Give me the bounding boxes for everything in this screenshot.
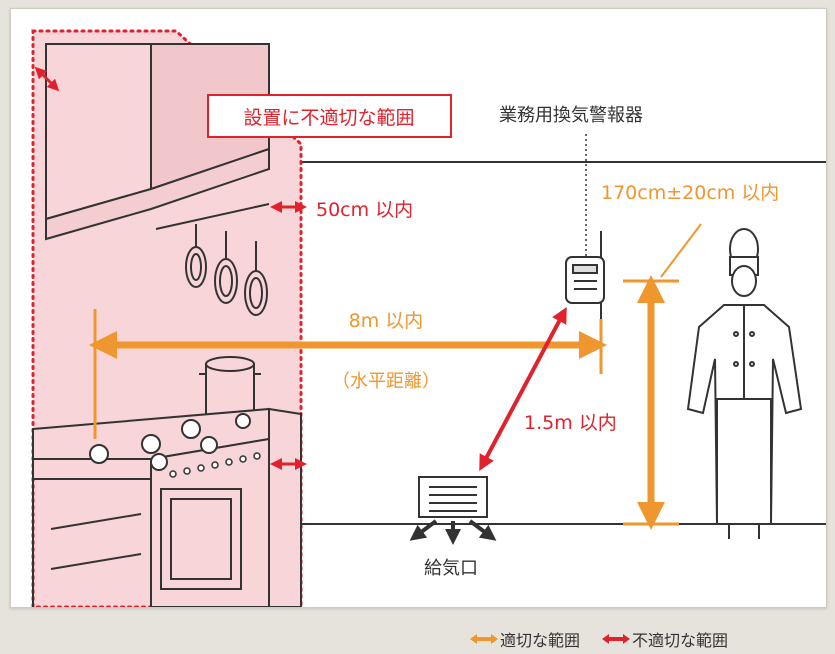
horizontal-note-label: （水平距離） (332, 371, 440, 392)
alarm-label: 業務用換気警報器 (499, 105, 643, 126)
range-hood (45, 43, 270, 241)
hood-distance-label: 50cm 以内 (316, 199, 413, 221)
hood-clearance-arrow (34, 66, 60, 92)
hanging-pans (185, 224, 268, 316)
chef-figure (686, 228, 803, 539)
orange-double-arrow-icon (470, 634, 498, 644)
legend-inappropriate: 不適切な範囲 (602, 627, 728, 651)
height-range-leader (660, 223, 702, 278)
height-range-label: 170cm±20cm 以内 (601, 182, 779, 204)
horizontal-distance-label: 8m 以内 (349, 310, 424, 332)
stockpot (199, 356, 261, 420)
diagram-frame: 設置に不適切な範囲 50cm 以内 業務用換気警報器 170cm±20cm 以内… (10, 8, 827, 608)
inappropriate-range-label: 設置に不適切な範囲 (243, 107, 414, 129)
side-cabinet (268, 407, 302, 607)
air-flow-right (468, 519, 497, 541)
vent-distance-label: 1.5m 以内 (524, 412, 617, 434)
vent-distance-arrow (479, 306, 567, 472)
ventilation-alarm (565, 231, 605, 369)
burners (89, 413, 251, 471)
inappropriate-range-box (207, 94, 452, 138)
red-double-arrow-icon (602, 634, 631, 644)
air-inlet-label: 給気口 (424, 558, 478, 579)
air-inlet-vent (418, 476, 488, 518)
legend: 適切な範囲 不適切な範囲 (470, 628, 750, 650)
legend-appropriate-label: 適切な範囲 (500, 631, 581, 650)
knobs (169, 452, 261, 478)
legend-appropriate: 適切な範囲 (470, 627, 580, 651)
kitchen-diagram: 設置に不適切な範囲 50cm 以内 業務用換気警報器 170cm±20cm 以内… (31, 29, 826, 607)
air-flow-left (409, 519, 438, 541)
legend-inappropriate-label: 不適切な範囲 (632, 631, 729, 650)
